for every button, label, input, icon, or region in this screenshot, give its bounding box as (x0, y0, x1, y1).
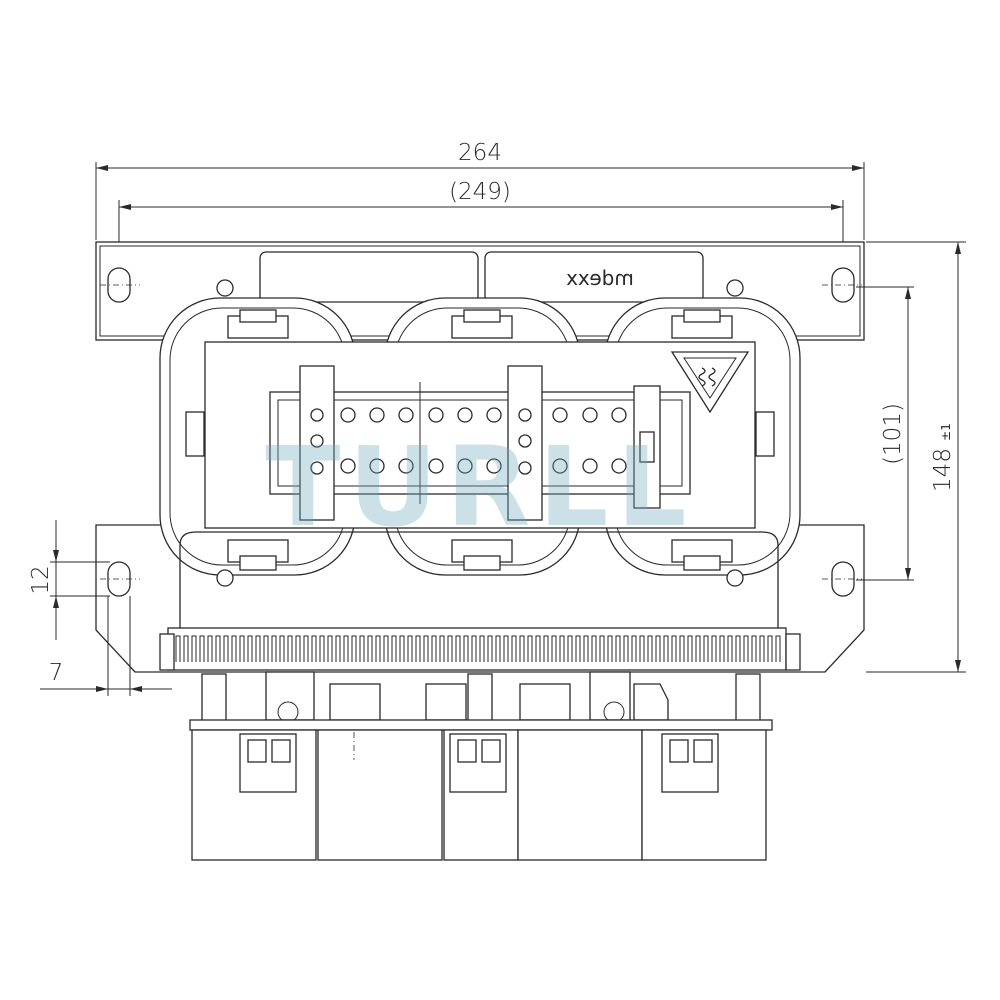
dimension-overall-height-tolerance: ±1 (939, 423, 953, 441)
terminal-holes-bottom-row (310, 458, 627, 475)
nameplates: mdexx (259, 251, 704, 303)
dimension-overall-width: 264 (95, 140, 865, 240)
dimension-hole-spacing-label: (249) (449, 179, 511, 205)
high-voltage-warning-triangle-icon (670, 351, 750, 414)
terminal-block (269, 365, 691, 521)
dimension-slot-height-label: 12 (28, 565, 54, 594)
dimension-slot-width-label: 7 (49, 660, 64, 686)
dimension-overall-height: 148 ±1 (866, 241, 966, 673)
lower-assembly (189, 671, 773, 861)
terminal-holes-top-row (310, 407, 627, 423)
dimension-hole-spacing: (249) (118, 179, 844, 300)
dimension-slot-width: 7 (40, 596, 172, 696)
brand-label-mirrored: mdexx (566, 266, 634, 290)
dimension-hole-height-spacing-label: (101) (880, 403, 906, 465)
watermark-text: TURLL (265, 423, 694, 551)
heatsink-comb (159, 627, 801, 671)
u-bracket-wire (179, 531, 779, 660)
dimension-overall-height-label: 148 (930, 448, 956, 492)
dimension-hole-height-spacing: (101) (856, 286, 914, 581)
dimension-overall-width-label: 264 (458, 140, 502, 166)
terminal-holes-middle-row (310, 434, 532, 448)
dimension-slot-height: 12 (28, 520, 110, 640)
